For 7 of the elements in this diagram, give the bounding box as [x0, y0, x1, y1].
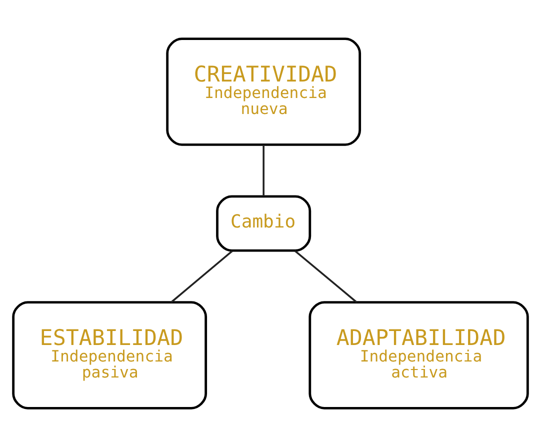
connector — [262, 144, 264, 196]
connector — [294, 250, 358, 303]
node-box: Cambio — [216, 195, 312, 252]
node-box: ADAPTABILIDAD Independencia activa — [308, 301, 529, 410]
connector — [170, 250, 233, 303]
node-box: ESTABILIDAD Independencia pasiva — [12, 301, 208, 410]
node-box: CREATIVIDAD Independencia nueva — [166, 38, 362, 146]
